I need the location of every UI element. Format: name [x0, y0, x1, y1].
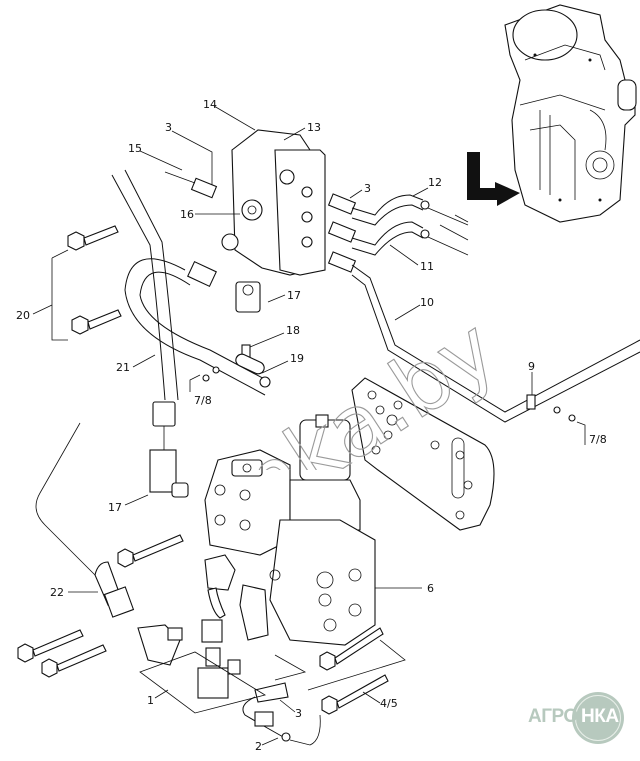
logo-ring — [575, 695, 621, 741]
svg-text:17: 17 — [287, 289, 301, 302]
callout-7-8-left: 7/8 — [189, 374, 212, 407]
mounting-plate — [351, 377, 495, 531]
svg-text:17: 17 — [108, 501, 122, 514]
svg-text:12: 12 — [428, 176, 442, 189]
logo-text-right: НКА — [581, 706, 619, 727]
bolts-20 — [67, 225, 122, 335]
main-valve — [204, 414, 376, 646]
callout-22: 22 — [50, 586, 98, 599]
svg-text:3: 3 — [295, 707, 302, 720]
callout-6: 6 — [375, 582, 434, 595]
callout-9: 9 — [528, 360, 535, 395]
callout-11: 11 — [389, 244, 434, 273]
svg-text:7/8: 7/8 — [589, 433, 607, 446]
callout-16: 16 — [180, 208, 240, 221]
location-arrow-icon — [467, 152, 520, 206]
callout-17-bottom: 17 — [108, 494, 149, 514]
callout-3-bottom: 3 — [279, 699, 302, 720]
upper-valve-block — [221, 129, 326, 276]
svg-text:3: 3 — [364, 182, 371, 195]
svg-text:15: 15 — [128, 142, 142, 155]
callout-20: 20 — [16, 304, 53, 322]
callout-14: 14 — [203, 98, 256, 131]
svg-text:7/8: 7/8 — [194, 394, 212, 407]
svg-text:20: 20 — [16, 309, 30, 322]
logo-text-left: АГРО — [528, 706, 578, 727]
svg-text:11: 11 — [420, 260, 434, 273]
svg-text:22: 22 — [50, 586, 64, 599]
callout-17-top: 17 — [267, 289, 301, 303]
callout-18: 18 — [249, 324, 300, 348]
lower-fittings — [94, 561, 291, 742]
callout-19: 19 — [261, 352, 304, 374]
svg-text:4/5: 4/5 — [380, 697, 398, 710]
svg-text:19: 19 — [290, 352, 304, 365]
inset-transmission — [504, 4, 637, 223]
callout-10: 10 — [394, 296, 434, 321]
plate-holes — [367, 390, 473, 520]
callout-4-5: 4/5 — [362, 691, 398, 710]
lower-bolts — [17, 534, 389, 715]
svg-text:21: 21 — [116, 361, 130, 374]
svg-text:6: 6 — [427, 582, 434, 595]
agronka-logo: АГРО НКА — [528, 692, 624, 748]
svg-text:9: 9 — [528, 360, 535, 373]
callout-21: 21 — [116, 354, 156, 374]
svg-text:1: 1 — [147, 694, 154, 707]
callout-7-8-right: 7/8 — [576, 421, 607, 446]
callout-13: 13 — [283, 121, 321, 141]
callout-15: 15 — [128, 142, 183, 171]
svg-text:10: 10 — [420, 296, 434, 309]
inset-leader — [439, 214, 469, 241]
svg-text:2: 2 — [255, 740, 262, 753]
svg-text:3: 3 — [165, 121, 172, 134]
svg-text:18: 18 — [286, 324, 300, 337]
svg-text:14: 14 — [203, 98, 217, 111]
callout-12: 12 — [412, 176, 442, 197]
callout-3-right: 3 — [349, 182, 371, 199]
svg-text:16: 16 — [180, 208, 194, 221]
callout-2: 2 — [255, 737, 279, 753]
callout-1: 1 — [147, 689, 169, 707]
svg-text:13: 13 — [307, 121, 321, 134]
callout-3-top: 3 — [165, 121, 213, 185]
